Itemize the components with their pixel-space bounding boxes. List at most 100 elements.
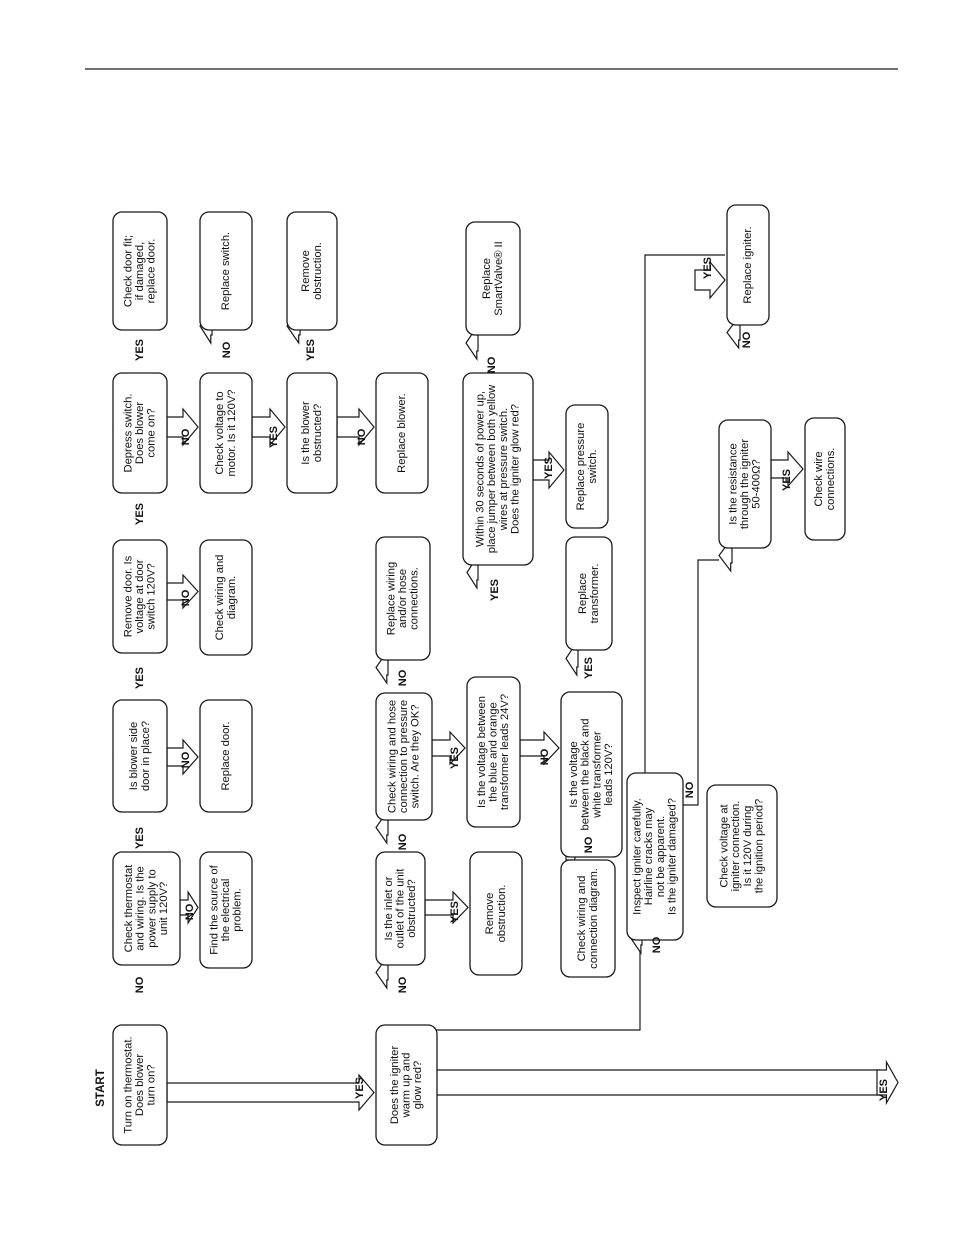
box-text-line: outlet of the unit bbox=[395, 868, 407, 949]
box-outline bbox=[565, 536, 613, 651]
box-outline bbox=[804, 417, 846, 541]
box-text-line: unit 120V? bbox=[158, 882, 170, 936]
box-outline bbox=[199, 539, 253, 656]
box-text-line: and/or hose bbox=[397, 569, 409, 628]
box-text-line: switch 120V? bbox=[146, 563, 158, 630]
box-text-line: the electrical bbox=[220, 879, 232, 942]
flow-arrow bbox=[876, 1059, 899, 1106]
box-text-line: 50-400Ω? bbox=[751, 459, 763, 508]
box-outline bbox=[112, 699, 168, 813]
branch-label: NO bbox=[651, 936, 663, 953]
flow-arrow bbox=[336, 407, 375, 447]
box-outline bbox=[726, 204, 770, 326]
box-text-line: warm up and bbox=[401, 1053, 413, 1119]
box-outline bbox=[375, 536, 431, 661]
box-text-line: obstructed? bbox=[312, 404, 324, 462]
box-text-line: obstructed? bbox=[406, 879, 418, 937]
box-text-line: Inspect igniter carefully. bbox=[632, 798, 644, 915]
box-text-line: Replace door. bbox=[220, 721, 232, 790]
box-text-line: diagram. bbox=[226, 576, 238, 620]
box-text-line: through the igniter bbox=[739, 439, 751, 529]
box-outline bbox=[112, 851, 181, 966]
box-text-line: obstruction. bbox=[496, 885, 508, 943]
box-text-line: leads 120V? bbox=[603, 743, 615, 805]
branch-label: NO bbox=[221, 341, 233, 358]
flow-arrow bbox=[694, 260, 726, 300]
branch-label: NO bbox=[180, 751, 192, 768]
box-text-line: Check wiring and bbox=[576, 876, 588, 962]
box-text-line: Depress switch. bbox=[122, 394, 134, 473]
branch-label: NO bbox=[684, 781, 696, 798]
box-text-line: connections. bbox=[409, 567, 421, 630]
box-outline bbox=[112, 211, 168, 331]
box-text-line: Check wiring and hose bbox=[386, 700, 398, 813]
box-outline bbox=[199, 699, 253, 813]
flow-box-31: Replace igniter. bbox=[726, 204, 770, 326]
branch-label: YES bbox=[543, 457, 555, 479]
box-text-line: obstruction. bbox=[312, 242, 324, 300]
branch-label: YES bbox=[354, 1077, 366, 1099]
flow-arrow bbox=[431, 730, 466, 766]
box-outline bbox=[112, 372, 168, 494]
box-outline bbox=[626, 772, 684, 941]
connector-line bbox=[683, 559, 719, 806]
box-text-line: Does blower bbox=[134, 402, 146, 464]
flow-arrow bbox=[519, 730, 560, 766]
box-text-line: Replace igniter. bbox=[742, 226, 754, 303]
branch-label: NO bbox=[397, 669, 409, 686]
branch-label: NO bbox=[539, 748, 551, 765]
box-text-line: turn on? bbox=[146, 1064, 158, 1105]
branch-label: YES bbox=[583, 657, 595, 679]
flow-box-9: Check door fit;if damaged,replace door. bbox=[112, 211, 168, 331]
branch-label: NO bbox=[486, 356, 498, 373]
box-text-line: Remove door. Is bbox=[122, 555, 134, 637]
box-text-line: the blue and orange bbox=[488, 702, 500, 802]
flow-box-27: Inspect igniter carefully.Hairline crack… bbox=[626, 772, 684, 941]
box-outline bbox=[375, 372, 429, 494]
box-outline bbox=[286, 372, 338, 494]
flow-arrow bbox=[166, 738, 199, 776]
box-outline bbox=[112, 1024, 168, 1146]
box-text-line: Is the inlet or bbox=[383, 876, 395, 940]
box-text-line: Is the igniter damaged? bbox=[666, 798, 678, 915]
branch-label: NO bbox=[180, 428, 192, 445]
branch-label: YES bbox=[449, 747, 461, 769]
box-outline bbox=[199, 851, 253, 969]
box-text-line: Is blower side bbox=[128, 722, 140, 790]
flow-arrow bbox=[166, 573, 199, 610]
box-text-line: Does the igniter glow red? bbox=[509, 404, 521, 534]
box-text-line: come on? bbox=[146, 408, 158, 457]
box-text-line: Is it 120V during bbox=[742, 806, 754, 887]
box-text-line: Remove bbox=[484, 893, 496, 935]
flow-box-11: Replace switch. bbox=[199, 211, 253, 331]
flow-box-21: Within 30 seconds of power up,place jump… bbox=[462, 372, 534, 566]
branch-label: NO bbox=[184, 903, 196, 920]
box-text-line: Replace bbox=[481, 258, 493, 299]
box-text-line: Replace pressure bbox=[575, 423, 587, 511]
branch-label: NO bbox=[356, 428, 368, 445]
branch-label: YES bbox=[134, 339, 146, 361]
box-text-line: problem. bbox=[232, 888, 244, 932]
box-text-line: connection diagram. bbox=[588, 868, 600, 969]
flow-arrow bbox=[770, 450, 804, 488]
box-outline bbox=[466, 676, 521, 828]
box-outline bbox=[469, 851, 523, 976]
branch-label: YES bbox=[134, 503, 146, 525]
box-text-line: Is the voltage between bbox=[476, 696, 488, 808]
box-text-line: Is the voltage bbox=[568, 741, 580, 808]
box-text-line: Check thermostat bbox=[123, 864, 135, 953]
box-text-line: Remove bbox=[300, 250, 312, 292]
box-outline bbox=[199, 372, 253, 494]
